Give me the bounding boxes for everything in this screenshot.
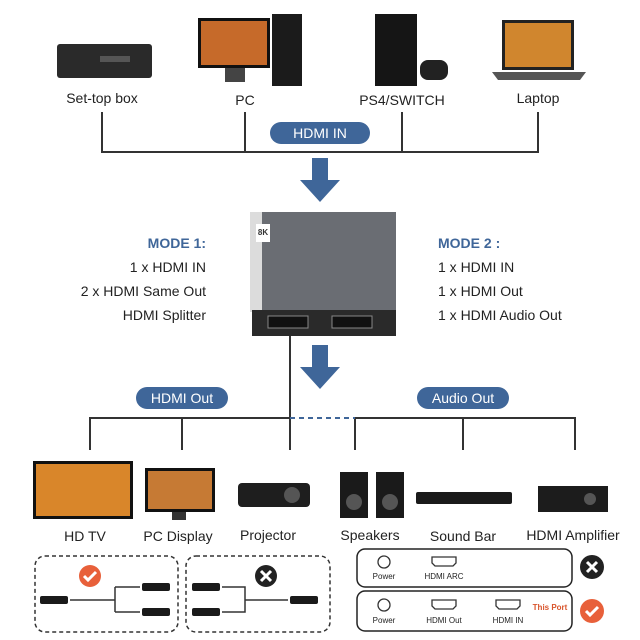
mode2-title: MODE 2 : — [438, 235, 501, 251]
input-bracket — [101, 112, 539, 153]
tv-icon — [33, 461, 133, 519]
sound-bar-icon — [416, 492, 512, 504]
source-label: Set-top box — [66, 90, 138, 106]
check-icon — [79, 565, 101, 587]
port-panel-in — [356, 590, 573, 632]
power-icon — [377, 555, 391, 569]
port-label: HDMI ARC — [424, 572, 464, 581]
hdmi-out-pill: HDMI Out — [136, 387, 228, 409]
mode1-title: MODE 1: — [147, 235, 206, 251]
output-label: PC Display — [143, 528, 213, 544]
port-panel-arc — [356, 548, 573, 588]
mode1-panel — [34, 555, 179, 633]
mode2-description: MODE 2 : 1 x HDMI IN 1 x HDMI Out 1 x HD… — [438, 231, 562, 327]
port-label: HDMI Out — [426, 616, 462, 625]
down-arrow-icon — [300, 158, 340, 202]
mode1-description: MODE 1: 1 x HDMI IN 2 x HDMI Same Out HD… — [81, 231, 206, 327]
check-icon — [580, 599, 604, 623]
x-icon — [255, 565, 277, 587]
game-console-icon — [375, 14, 448, 86]
down-arrow-icon — [300, 345, 340, 389]
hdmi-port-icon — [431, 556, 457, 567]
laptop-icon — [492, 20, 586, 80]
amplifier-icon — [538, 486, 608, 512]
monitor-icon — [145, 468, 215, 520]
hdmi-port-icon — [431, 599, 457, 610]
output-label: HD TV — [64, 528, 106, 544]
output-label: Projector — [239, 527, 297, 543]
output-label: Speakers — [340, 527, 400, 543]
mode-line: HDMI Splitter — [122, 307, 206, 323]
port-label: HDMI IN — [492, 616, 524, 625]
hdmi-port-icon — [495, 599, 521, 610]
mode-line: 1 x HDMI IN — [129, 259, 206, 275]
audio-out-pill: Audio Out — [417, 387, 509, 409]
mode-line: 1 x HDMI IN — [438, 259, 515, 275]
source-label: Laptop — [516, 90, 560, 106]
pc-icon — [198, 14, 302, 86]
port-label: Power — [372, 572, 396, 581]
set-top-box-icon — [57, 44, 152, 78]
projector-icon — [238, 483, 310, 507]
mode-line: 2 x HDMI Same Out — [80, 283, 206, 299]
hdmi-in-pill: HDMI IN — [270, 122, 370, 144]
output-bracket — [89, 335, 576, 450]
x-icon — [580, 555, 604, 579]
output-label: HDMI Amplifier — [526, 527, 620, 543]
mode2-panel — [185, 555, 331, 633]
this-port-note: This Port — [532, 603, 568, 612]
port-label: Power — [372, 616, 396, 625]
hdmi-splitter-device — [250, 212, 396, 336]
mode-line: 1 x HDMI Audio Out — [438, 307, 562, 323]
source-label: PC — [235, 92, 255, 108]
source-label: PS4/SWITCH — [359, 92, 445, 108]
power-icon — [377, 598, 391, 612]
hdmi-cable-icon — [40, 583, 318, 616]
device-badge: 8K — [256, 224, 270, 242]
speakers-icon — [340, 472, 404, 518]
mode-line: 1 x HDMI Out — [438, 283, 523, 299]
output-label: Sound Bar — [429, 528, 497, 544]
